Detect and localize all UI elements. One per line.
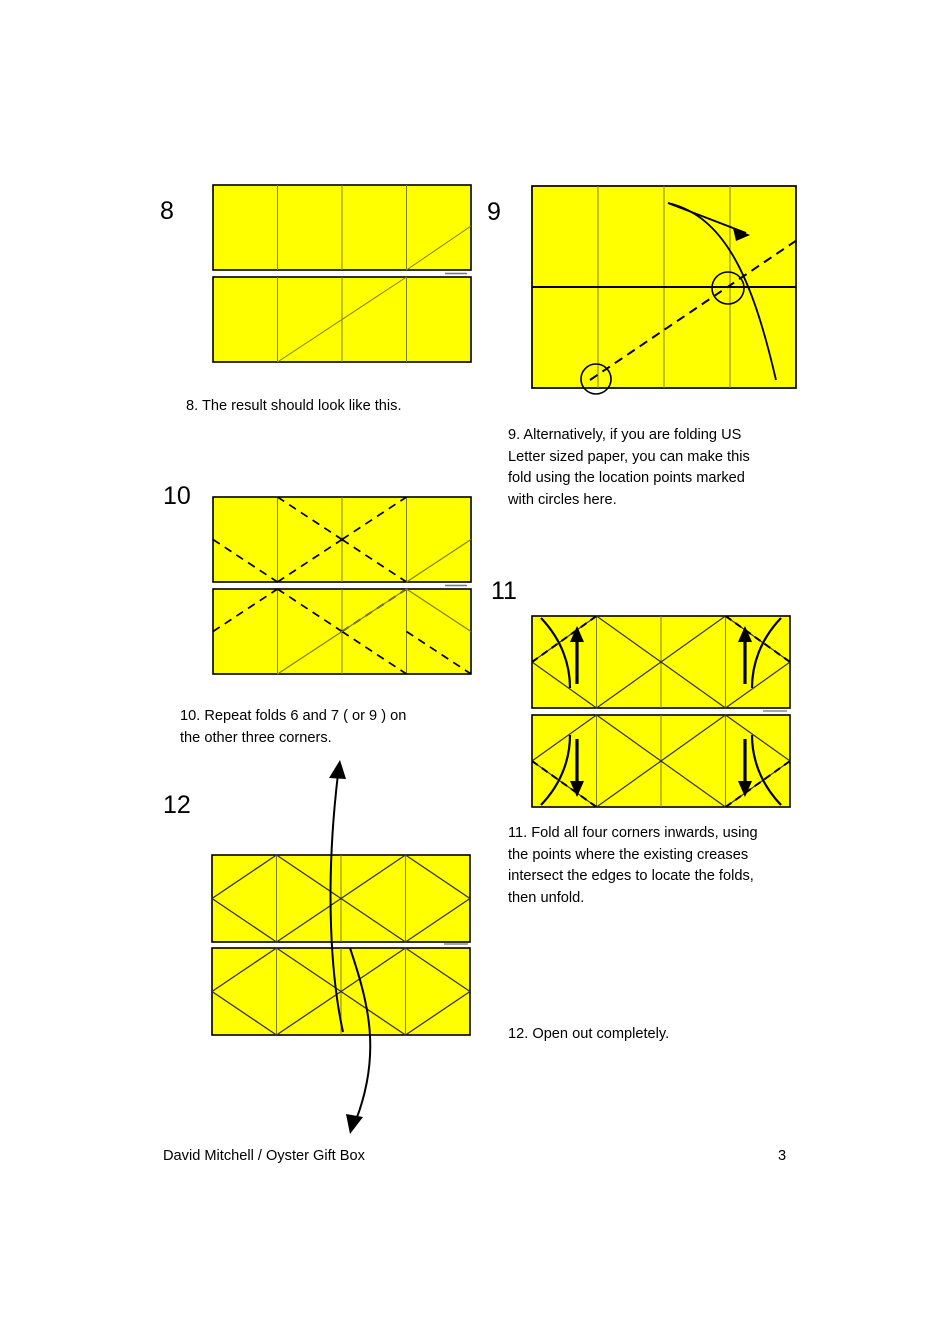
footer-credit: David Mitchell / Oyster Gift Box (163, 1148, 365, 1164)
fold-arrow-head (733, 228, 750, 241)
open-out-arrow-curve-down (349, 947, 372, 1121)
diagram-step-12-svg (211, 760, 471, 1134)
open-out-arrow-head-up (329, 760, 346, 779)
sheet-upper-half (211, 854, 471, 943)
corner-arrow-curve-bottom-right (750, 734, 782, 806)
step-number-12: 12 (163, 791, 191, 819)
sheet-upper-half (212, 184, 472, 271)
caption-step-8: 8. The result should look like this. (186, 398, 402, 414)
corner-arrow-head-top-left (570, 626, 584, 642)
location-point-circle-upper (711, 271, 745, 305)
corner-arrow-curve-bottom-left (540, 734, 572, 806)
diagram-step-8 (205, 178, 480, 388)
step-number-8: 8 (160, 197, 174, 225)
corner-arrow-curve-top-left (540, 617, 572, 689)
caption-step-12: 12. Open out completely. (508, 1026, 670, 1042)
sheet-lower-half (212, 588, 472, 675)
diagram-step-9-svg (531, 185, 801, 395)
corner-fold-lines-upper (531, 615, 791, 663)
step-number-9: 9 (487, 198, 501, 226)
corner-arrow-head-top-right (738, 626, 752, 642)
diagram-step-12 (160, 752, 500, 1142)
sheet-lower-half (531, 714, 791, 808)
sheet-lower-half (212, 276, 472, 363)
open-out-arrow-curve-up (329, 773, 344, 1033)
diagram-step-11-svg (531, 615, 791, 808)
corner-arrow-curve-top-right (750, 617, 782, 689)
step-number-10: 10 (163, 482, 191, 510)
caption-step-9: 9. Alternatively, if you are folding US … (508, 427, 750, 508)
diagram-step-11 (525, 610, 805, 820)
corner-arrow-head-bottom-left (570, 781, 584, 797)
full-crease-pattern-lower (211, 947, 471, 1036)
step-number-11: 11 (491, 577, 517, 605)
caption-step-11: 11. Fold all four corners inwards, using… (508, 825, 758, 906)
corner-arrow-head-bottom-right (738, 781, 752, 797)
location-point-circle-lower (580, 363, 612, 395)
sheet-upper-half (531, 615, 791, 709)
open-out-arrow-head-down (346, 1114, 363, 1134)
dashed-fold-line (589, 237, 801, 381)
diagram-step-10-svg (212, 496, 472, 675)
diagram-step-8-svg (212, 184, 472, 363)
caption-step-10: 10. Repeat folds 6 and 7 ( or 9 ) on the… (180, 708, 407, 746)
diagram-step-10 (205, 492, 480, 687)
footer-page-number: 3 (778, 1148, 787, 1164)
sheet-upper-half (212, 496, 472, 583)
corner-fold-lines-lower (531, 760, 791, 808)
diagram-step-9 (528, 180, 808, 395)
